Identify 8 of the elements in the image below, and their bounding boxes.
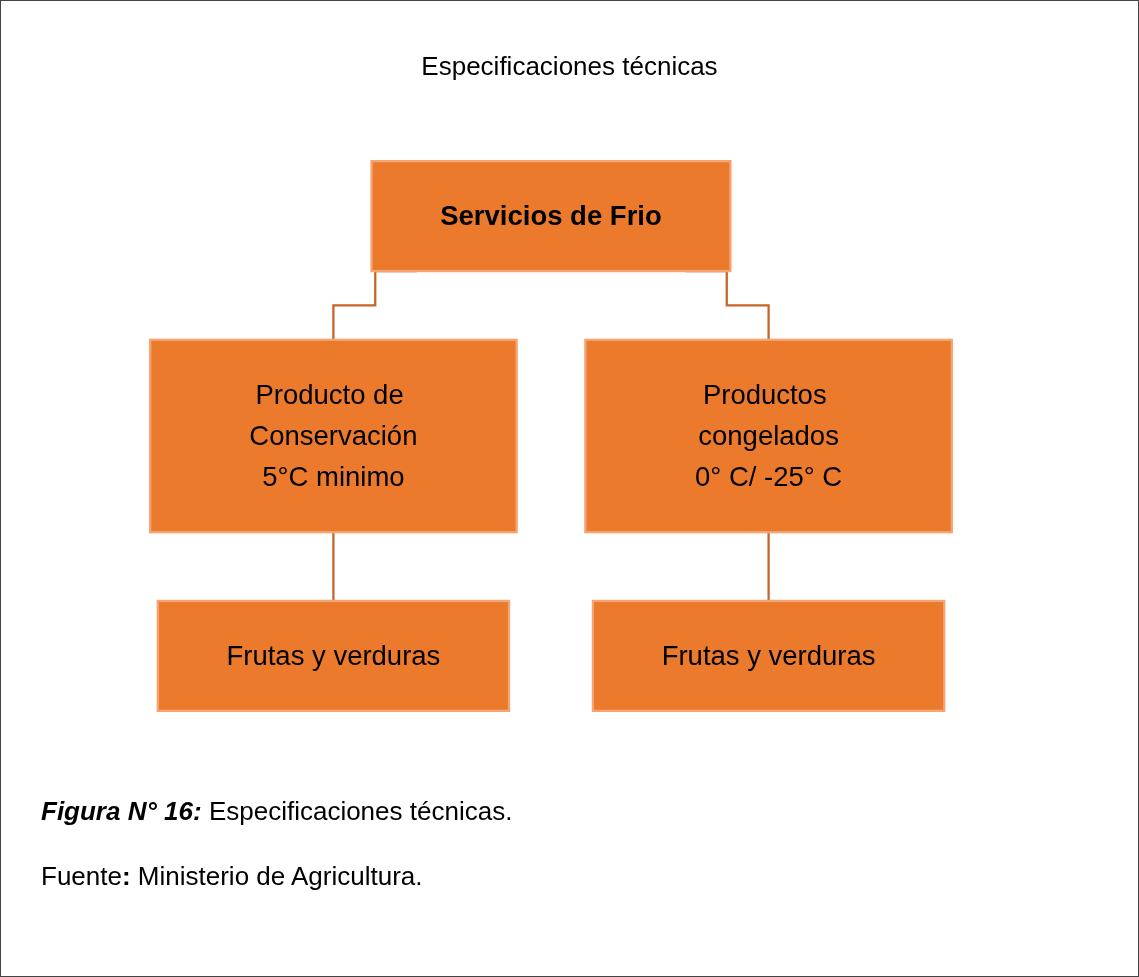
node-box: Servicios de Frio — [370, 160, 732, 273]
node-box: Productos congelados 0° C/ -25° C — [584, 338, 953, 534]
node-box: Producto de Conservación 5°C minimo — [149, 338, 518, 534]
source-note: Fuente: Ministerio de Agricultura. — [41, 861, 423, 892]
node-box: Frutas y verduras — [156, 599, 511, 712]
node-box: Frutas y verduras — [591, 599, 946, 712]
figure-caption: Figura N° 16: Especificaciones técnicas. — [41, 796, 513, 827]
diagram-title: Especificaciones técnicas — [420, 51, 719, 82]
